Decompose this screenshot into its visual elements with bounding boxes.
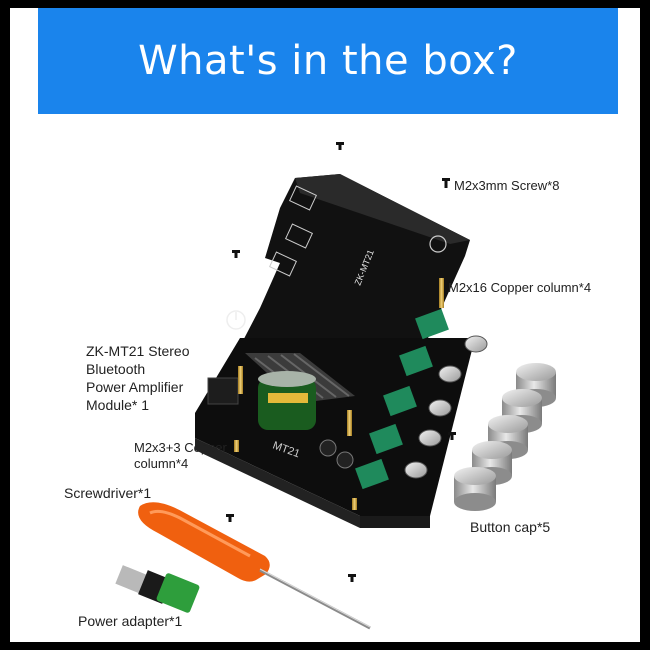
label-module: ZK-MT21 Stereo Bluetooth Power Amplifier… <box>86 343 190 413</box>
product-image: What's in the box? <box>10 8 640 642</box>
button-caps <box>454 363 556 511</box>
copper-column-long <box>347 410 352 436</box>
screw-icon <box>226 514 234 522</box>
screw-icon <box>348 574 356 582</box>
screw-icon <box>442 178 450 188</box>
button-cap-icon <box>454 467 496 511</box>
copper-column-short <box>352 498 357 510</box>
label-button-cap: Button cap*5 <box>470 519 551 535</box>
screw-icon <box>336 142 344 150</box>
label-screwdriver: Screwdriver*1 <box>64 485 152 501</box>
product-illustration: MT21 ZK-MT21 <box>115 142 556 630</box>
copper-column-long <box>439 278 444 308</box>
screws <box>226 142 456 582</box>
knob-strip <box>355 308 488 490</box>
circuit-board: MT21 ZK-MT21 <box>195 248 475 528</box>
capacitor <box>258 371 316 430</box>
copper-column-short <box>234 440 239 452</box>
label-screw: M2x3mm Screw*8 <box>454 178 560 193</box>
screw-icon <box>448 432 456 440</box>
page-title: What's in the box? <box>138 38 518 84</box>
label-power-adapter: Power adapter*1 <box>78 613 183 629</box>
copper-column-long <box>238 366 243 394</box>
label-copper-long: M2x16 Copper column*4 <box>448 280 592 295</box>
power-adapter-icon <box>115 565 200 613</box>
screwdriver-icon <box>138 502 371 630</box>
title-banner: What's in the box? <box>38 8 618 114</box>
label-copper-short: M2x3+3 Copper column*4 <box>134 440 227 471</box>
dc-jack <box>207 377 239 405</box>
screw-icon <box>232 250 240 258</box>
